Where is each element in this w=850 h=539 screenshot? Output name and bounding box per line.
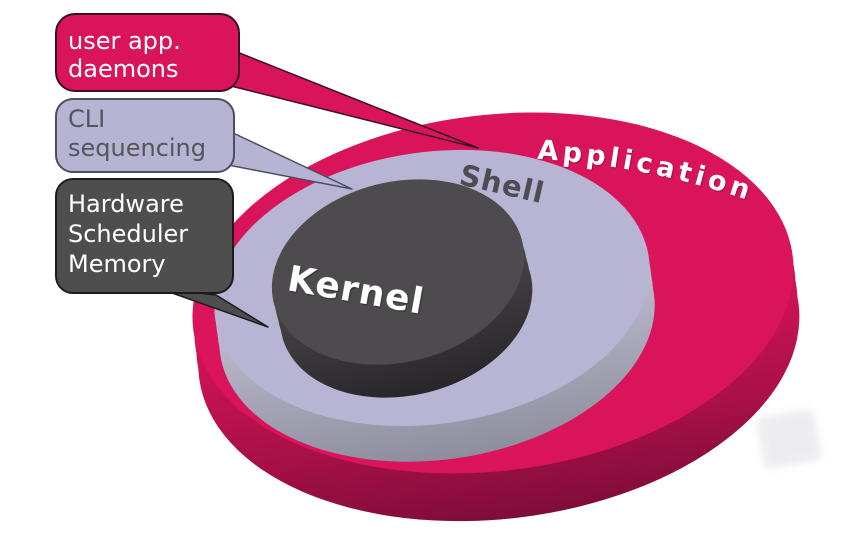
- user-apps-callout-box: [55, 13, 240, 92]
- hardware-callout-line3: Memory: [68, 250, 166, 278]
- background-smudge: [756, 409, 822, 469]
- cli-callout: CLI sequencing: [55, 98, 235, 173]
- kernel-layer-disc: [271, 179, 533, 398]
- user-apps-callout-line2: daemons: [68, 55, 178, 83]
- cli-callout-box: [55, 98, 235, 173]
- hardware-callout-line2: Scheduler: [68, 220, 188, 248]
- hardware-callout: Hardware Scheduler Memory: [55, 178, 234, 294]
- user-apps-callout: user app. daemons: [55, 13, 240, 92]
- cli-callout-line2: sequencing: [68, 134, 206, 162]
- cli-callout-line1: CLI: [68, 105, 105, 133]
- user-apps-callout-tail: [230, 51, 479, 149]
- user-apps-callout-line1: user app.: [68, 27, 181, 55]
- kernel-disc-top: [271, 179, 525, 365]
- hardware-callout-line1: Hardware: [68, 190, 184, 218]
- hardware-callout-box: [55, 178, 234, 294]
